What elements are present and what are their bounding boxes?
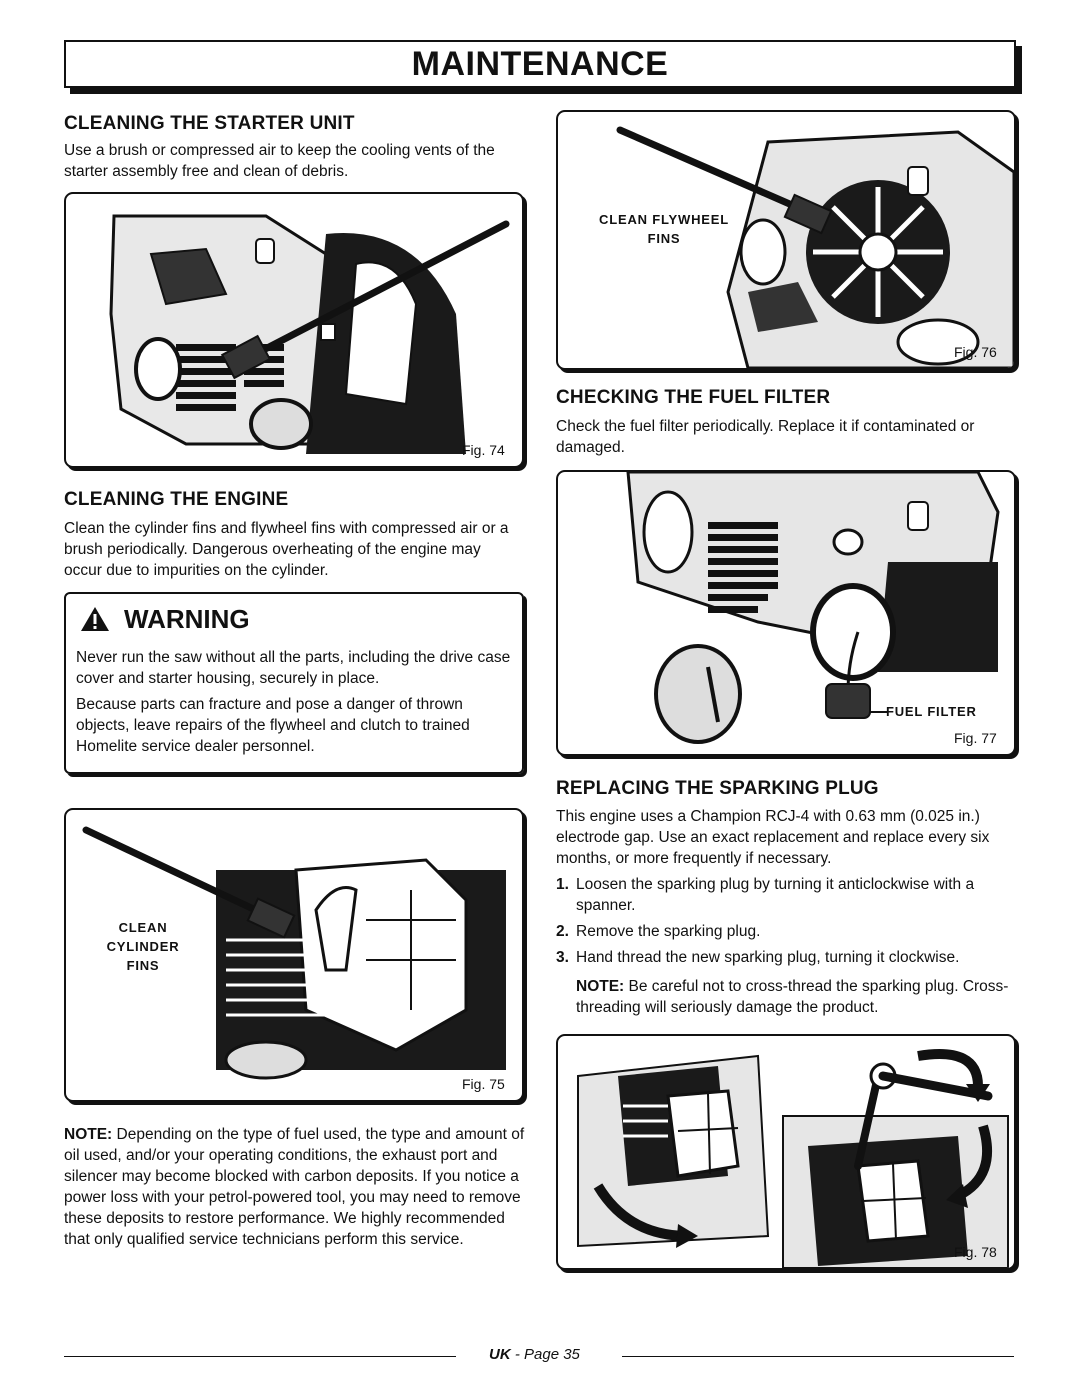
warning-text-2: Because parts can fracture and pose a da…	[76, 696, 470, 755]
spark-plug-steps: 1. Loosen the sparking plug by turning it…	[556, 874, 1018, 973]
step-number: 2.	[556, 923, 569, 940]
warning-box	[64, 592, 524, 774]
callout-line-clean: CLEAN	[118, 920, 168, 935]
step-number: 1.	[556, 876, 569, 893]
fig-74-label: Fig. 74	[462, 442, 505, 458]
fig-77-label: Fig. 77	[954, 730, 997, 746]
footer-page: Page 35	[524, 1346, 580, 1363]
fuel-note: NOTE: Depending on the type of fuel used…	[64, 1124, 526, 1250]
fig-77-callout: FUEL FILTER	[886, 704, 977, 719]
step-item: 3. Hand thread the new sparking plug, tur…	[556, 947, 1018, 968]
engine-body: Clean the cylinder fins and flywheel fin…	[64, 520, 509, 579]
step-item: 1. Loosen the sparking plug by turning it…	[556, 874, 1018, 916]
step-text: Loosen the sparking plug by turning it a…	[576, 876, 975, 914]
page-title: MAINTENANCE	[411, 44, 669, 83]
engine-heading: CLEANING THE ENGINE	[64, 489, 289, 510]
footer-locale: UK	[489, 1346, 511, 1363]
fig-77-fuel-filter: FUEL FILTER Fig. 77	[556, 470, 1016, 756]
starter-body: Use a brush or compressed air to keep th…	[64, 142, 495, 180]
starter-unit-illustration	[109, 214, 510, 454]
callout-line-fins: FINS	[647, 231, 681, 246]
fig-74-starter-unit: Fig. 74	[64, 192, 524, 468]
starter-heading: CLEANING THE STARTER UNIT	[64, 113, 355, 134]
cylinder-fins-illustration	[82, 826, 506, 1080]
step-number: 3.	[556, 949, 569, 966]
warning-triangle-icon	[81, 607, 109, 631]
fig-75-cylinder-fins: CLEAN CYLINDER FINS Fig. 75	[64, 808, 524, 1102]
page-number: UK - Page 35	[489, 1346, 580, 1363]
fig-75-label: Fig. 75	[462, 1076, 505, 1092]
fig-78-sparking-plug: Fig. 78	[556, 1034, 1016, 1270]
warning-text-1: Never run the saw without all the parts,…	[76, 649, 511, 687]
maintenance-banner: MAINTENANCE	[64, 40, 1016, 88]
fuel-filter-heading: CHECKING THE FUEL FILTER	[556, 387, 831, 408]
spark-plug-note-label: NOTE:	[576, 978, 625, 995]
fig-78-label: Fig. 78	[954, 1244, 997, 1260]
footer-rule-left	[64, 1356, 456, 1357]
step-text: Remove the sparking plug.	[576, 923, 761, 940]
spark-plug-note-text: Be careful not to cross-thread the spark…	[576, 978, 1009, 1016]
footer-rule-right	[622, 1356, 1014, 1357]
fuel-filter-body: Check the fuel filter periodically. Repl…	[556, 418, 975, 456]
warning-title: WARNING	[124, 604, 250, 634]
step-text: Hand thread the new sparking plug, turni…	[576, 949, 960, 966]
fig-76-label: Fig. 76	[954, 344, 997, 360]
step-item: 2. Remove the sparking plug.	[556, 921, 1018, 942]
fig-76-flywheel-fins: CLEAN FLYWHEEL FINS Fig. 76	[556, 110, 1016, 370]
fuel-filter-illustration	[626, 472, 1000, 744]
fig-76-callout: CLEAN FLYWHEEL FINS	[584, 210, 744, 248]
flywheel-fins-illustration	[616, 126, 1014, 368]
spark-plug-body: This engine uses a Champion RCJ-4 with 0…	[556, 808, 990, 867]
sparking-plug-illustration	[577, 1049, 1009, 1268]
callout-line-cylinder: CYLINDER	[106, 939, 180, 954]
callout-line-fins: FINS	[126, 958, 160, 973]
fuel-note-label: NOTE:	[64, 1126, 113, 1143]
footer-separator: -	[510, 1346, 525, 1363]
callout-line-clean-flywheel: CLEAN FLYWHEEL	[599, 212, 729, 227]
fuel-note-text: Depending on the type of fuel used, the …	[64, 1126, 525, 1248]
fig-75-callout: CLEAN CYLINDER FINS	[88, 918, 198, 975]
spark-plug-note: NOTE: Be careful not to cross-thread the…	[576, 976, 1018, 1018]
spark-plug-heading: REPLACING THE SPARKING PLUG	[556, 778, 879, 799]
